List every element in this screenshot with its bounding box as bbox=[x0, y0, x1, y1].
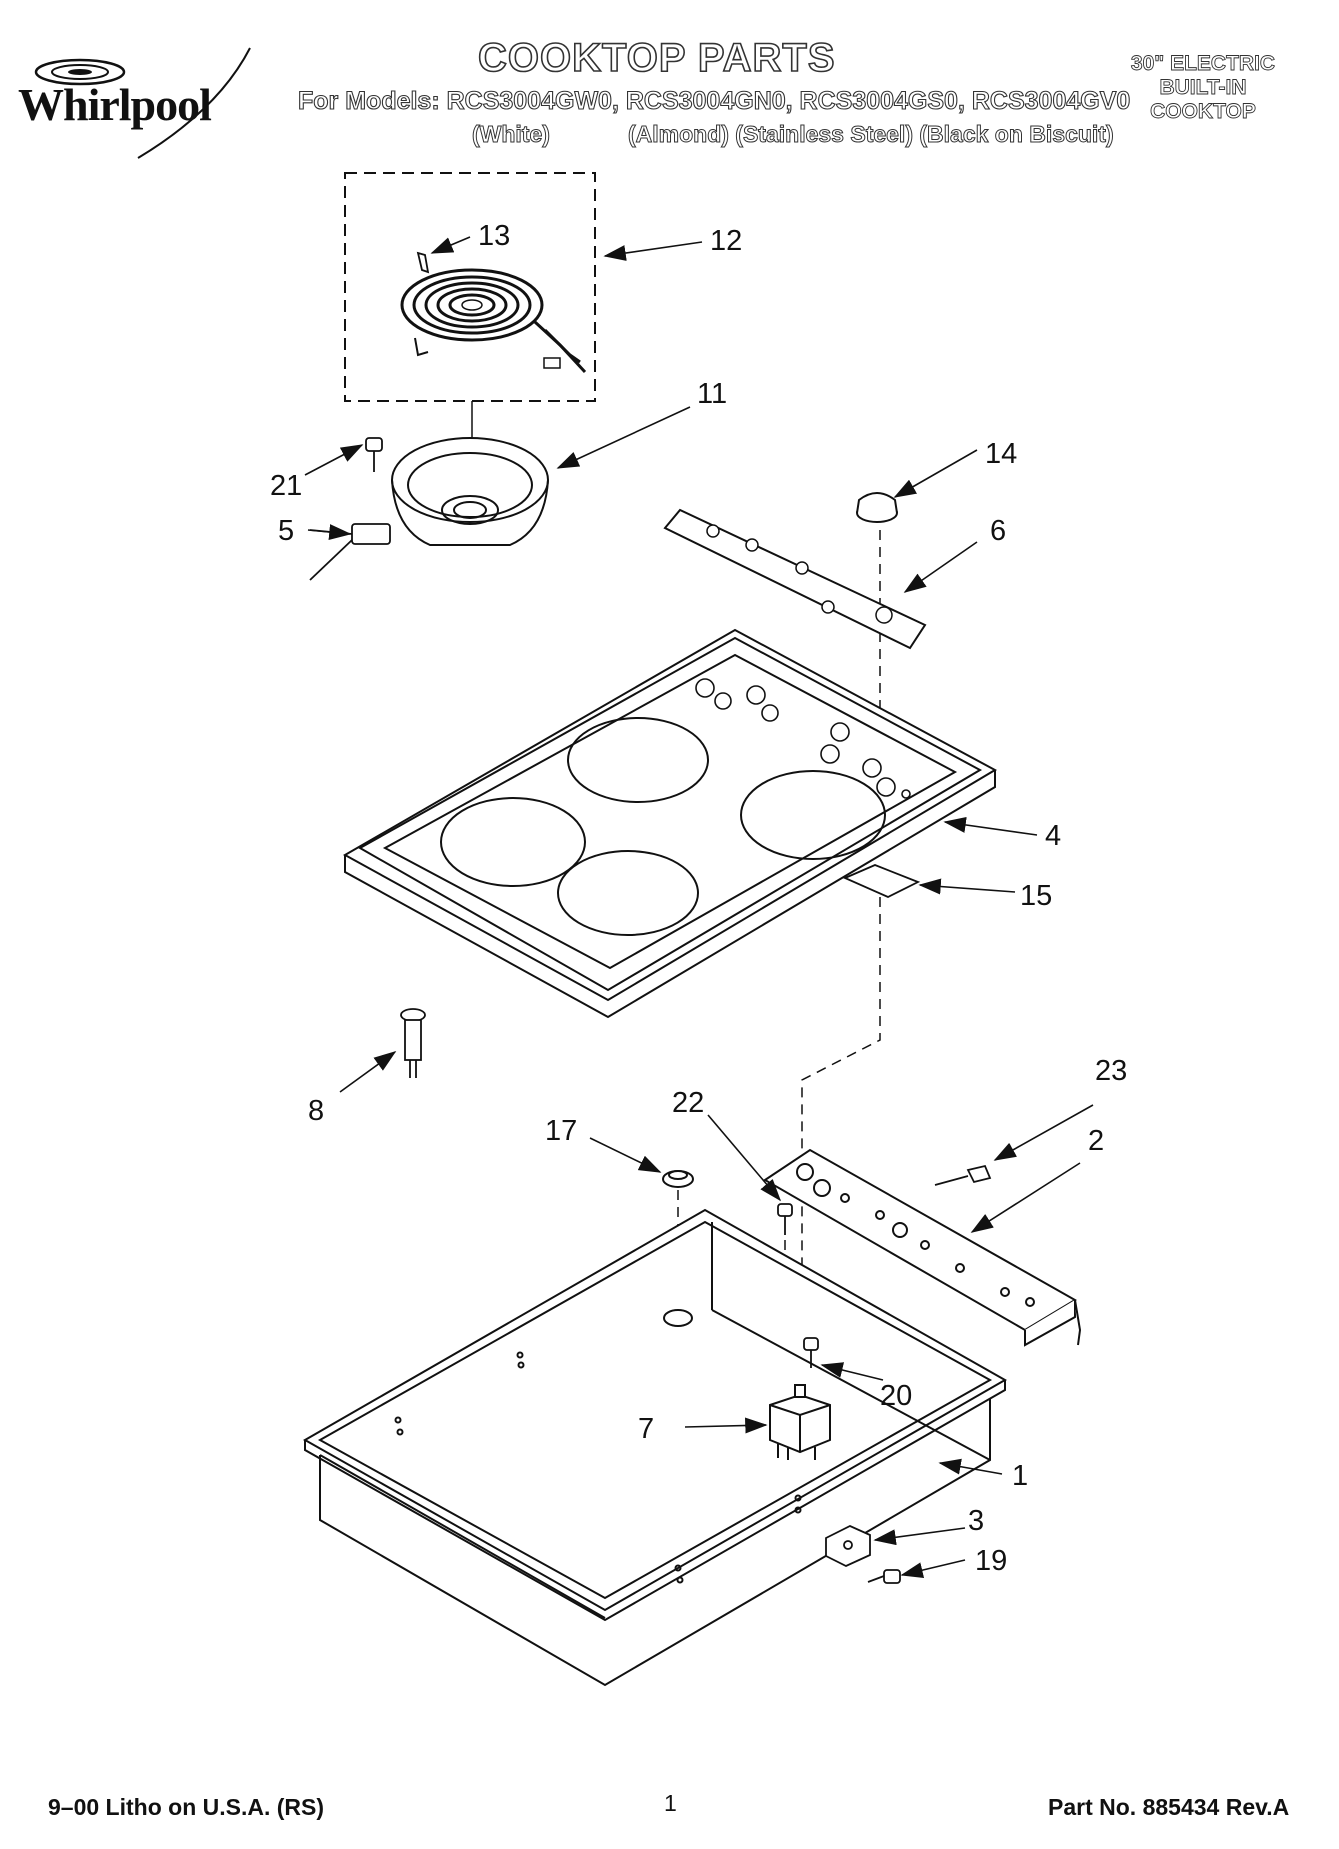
page-title: COOKTOP PARTS bbox=[477, 35, 836, 81]
product-type: 30" ELECTRIC BUILT-IN COOKTOP bbox=[1118, 52, 1288, 124]
mounting-bracket bbox=[825, 1525, 871, 1567]
callout-20: 20 bbox=[880, 1380, 912, 1412]
callout-19: 19 bbox=[975, 1545, 1007, 1577]
grommet bbox=[662, 1170, 694, 1188]
cooktop-top bbox=[342, 628, 998, 1019]
leader-arrows bbox=[304, 236, 1094, 1578]
product-type-line-2: BUILT-IN bbox=[1159, 76, 1247, 100]
callout-15: 15 bbox=[1020, 880, 1052, 912]
brand-name: Whirlpool bbox=[18, 79, 212, 130]
control-knob bbox=[856, 492, 898, 523]
callout-21: 21 bbox=[270, 470, 302, 502]
callout-17: 17 bbox=[545, 1115, 577, 1147]
logo-swirl-icon bbox=[34, 47, 251, 159]
burner-box bbox=[302, 1208, 1008, 1687]
control-panel-plate bbox=[663, 508, 927, 650]
color-white: (White) bbox=[472, 121, 551, 148]
bracket-screw bbox=[777, 1203, 793, 1235]
push-button bbox=[400, 1008, 426, 1078]
drip-bowl bbox=[391, 437, 549, 546]
wire-connector bbox=[309, 523, 391, 581]
terminal-screw bbox=[365, 437, 383, 472]
callout-7: 7 bbox=[638, 1413, 654, 1445]
part-number: Part No. 885434 Rev.A bbox=[1048, 1794, 1290, 1820]
color-others: (Almond) (Stainless Steel) (Black on Bis… bbox=[628, 121, 1115, 148]
callout-5: 5 bbox=[278, 515, 294, 547]
callout-13: 13 bbox=[478, 220, 510, 252]
callout-11: 11 bbox=[697, 378, 727, 410]
switch-screw bbox=[803, 1337, 819, 1368]
callout-3: 3 bbox=[968, 1505, 984, 1537]
callout-2: 2 bbox=[1088, 1125, 1104, 1157]
element-kit bbox=[344, 172, 596, 402]
product-type-line-1: 30" ELECTRIC bbox=[1130, 52, 1276, 76]
control-bracket bbox=[763, 1148, 1082, 1347]
callout-8: 8 bbox=[308, 1095, 324, 1127]
mounting-screw bbox=[867, 1569, 901, 1584]
footer-print-info: 9–00 Litho on U.S.A. (RS) bbox=[48, 1794, 325, 1820]
callout-12: 12 bbox=[710, 225, 742, 257]
callout-14: 14 bbox=[985, 438, 1017, 470]
callout-1: 1 bbox=[1012, 1460, 1028, 1492]
wiring-label bbox=[842, 864, 921, 898]
page-number: 1 bbox=[664, 1790, 677, 1816]
whirlpool-logo: Whirlpool bbox=[18, 40, 263, 160]
callout-22: 22 bbox=[672, 1087, 704, 1119]
callout-23: 23 bbox=[1095, 1055, 1127, 1087]
callout-4: 4 bbox=[1045, 820, 1061, 852]
bracket-side-screw bbox=[934, 1164, 992, 1186]
model-list: For Models: RCS3004GW0, RCS3004GN0, RCS3… bbox=[297, 86, 1131, 115]
product-type-line-3: COOKTOP bbox=[1150, 100, 1257, 124]
callout-6: 6 bbox=[990, 515, 1006, 547]
callout-labels: 13 12 11 21 5 14 6 4 15 8 23 22 17 2 20 … bbox=[270, 220, 1127, 1577]
infinite-switch bbox=[769, 1384, 831, 1460]
